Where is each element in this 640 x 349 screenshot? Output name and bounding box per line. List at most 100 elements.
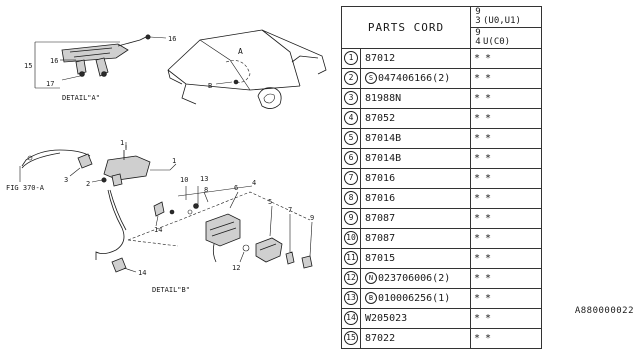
part-code: 87015: [360, 248, 471, 269]
callout-5: 5: [268, 198, 272, 206]
callout-17: 17: [46, 80, 54, 88]
model-2-mark: *: [483, 188, 542, 209]
model-1-mark: *: [470, 308, 483, 329]
model-2-mark: *: [483, 208, 542, 229]
bolt-icon: [193, 203, 199, 209]
callout-14: 14: [154, 226, 162, 234]
callout-4: 4: [252, 179, 256, 187]
model-2-mark: *: [483, 68, 542, 89]
model-1-mark: *: [470, 148, 483, 169]
part-code: W205023: [360, 308, 471, 329]
striker-5: [255, 237, 283, 263]
callout-6: 6: [234, 184, 238, 192]
fig-ref: FIG 370-A: [6, 184, 45, 192]
car-callout-b: B: [208, 82, 212, 90]
callout-16: 16: [168, 35, 176, 43]
header-title: PARTS CORD: [341, 6, 471, 49]
row-number: 15: [341, 328, 361, 349]
detail-b: FIG 370-A 3 1 2 1 4 10 13 8: [6, 139, 314, 294]
clip-14-lower: [111, 257, 127, 273]
part-code: 87014B: [360, 148, 471, 169]
model-1-mark: *: [470, 328, 483, 349]
callout-16: 16: [50, 57, 58, 65]
callout-10: 10: [180, 176, 188, 184]
callout-7: 7: [288, 206, 292, 214]
model-2-mark: *: [483, 268, 542, 289]
row-number: 12: [341, 268, 361, 289]
row-number: 3: [341, 88, 361, 109]
detail-b-label: DETAIL"B": [152, 286, 190, 294]
part-code: 87052: [360, 108, 471, 129]
callout-15: 15: [24, 62, 32, 70]
model-2-mark: *: [483, 308, 542, 329]
part-code: 87014B: [360, 128, 471, 149]
latch-unit-6: [205, 213, 241, 247]
clip-3: [77, 153, 93, 169]
model-1-mark: *: [470, 228, 483, 249]
model-1-mark: *: [470, 108, 483, 129]
model-2-mark: *: [483, 288, 542, 309]
row-number: 4: [341, 108, 361, 129]
detail-a-label: DETAIL"A": [62, 94, 100, 102]
row-number: 8: [341, 188, 361, 209]
model-2-mark: *: [483, 48, 542, 69]
row-number: 10: [341, 228, 361, 249]
part-prefix: B: [365, 292, 377, 304]
model-1-mark: *: [470, 208, 483, 229]
model-2-mark: *: [483, 108, 542, 129]
model-2-mark: *: [483, 128, 542, 149]
model-2-mark: *: [483, 228, 542, 249]
callout-1: 1: [120, 139, 124, 147]
row-number: 1: [341, 48, 361, 69]
part-code: 87022: [360, 328, 471, 349]
model-2-mark: *: [483, 88, 542, 109]
model-2-mark: *: [483, 148, 542, 169]
model-1-mark: *: [470, 48, 483, 69]
callout-12: 12: [232, 264, 240, 272]
model-2-mark: *: [483, 248, 542, 269]
part-code: 87016: [360, 168, 471, 189]
row-number: 9: [341, 208, 361, 229]
part-code: 87016: [360, 188, 471, 209]
callout-9: 9: [310, 214, 314, 222]
row-number: 7: [341, 168, 361, 189]
car-callout-a: A: [238, 47, 243, 56]
model-1-mark: *: [470, 268, 483, 289]
model-1-mark: *: [470, 68, 483, 89]
model-1-label: (U0,U1): [483, 16, 521, 26]
model-1-mark: *: [470, 188, 483, 209]
model-1-mark: *: [470, 128, 483, 149]
clip-icon: [145, 34, 151, 40]
row-number: 6: [341, 148, 361, 169]
row-number: 2: [341, 68, 361, 89]
model-1-mark: *: [470, 168, 483, 189]
detail-a: 16 16 15 17 DETAIL"A": [24, 34, 176, 102]
callout-3: 3: [64, 176, 68, 184]
clip-14: [153, 201, 165, 217]
cable-unit-1: [103, 155, 151, 181]
reference-code: A880000022: [574, 306, 634, 316]
model-2-mark: *: [483, 168, 542, 189]
part-prefix: S: [365, 72, 377, 84]
